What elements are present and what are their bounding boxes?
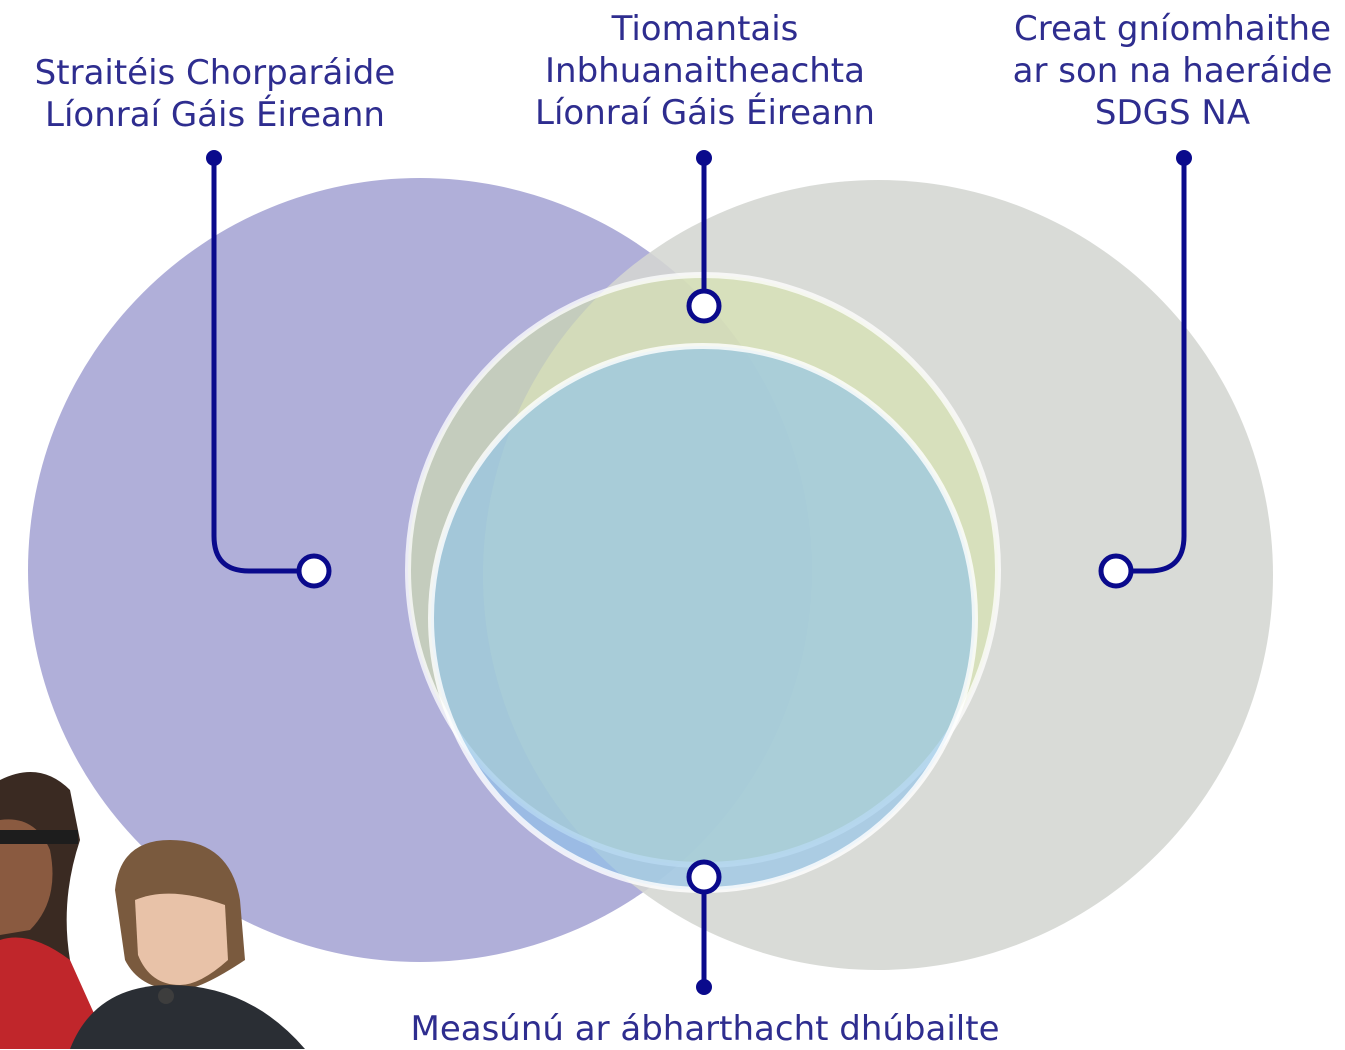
- connector-dot: [696, 150, 712, 166]
- connector-node: [686, 859, 722, 895]
- people-photo: [0, 772, 305, 1049]
- connector-node: [1098, 553, 1134, 589]
- label-line: Líonraí Gáis Éireann: [45, 95, 385, 135]
- label-line: Creat gníomhaithe: [1014, 9, 1331, 49]
- connector-sdg-framework: [1098, 150, 1192, 589]
- label-line: Tiomantais: [611, 9, 799, 49]
- label-sustainability-commitments: Tiomantais Inbhuanaitheachta Líonraí Gái…: [505, 8, 905, 134]
- connector-node: [686, 288, 722, 324]
- label-line: Measúnú ar ábharthacht dhúbailte: [410, 1009, 1000, 1049]
- connector-double-materiality: [686, 859, 722, 995]
- label-double-materiality: Measúnú ar ábharthacht dhúbailte: [370, 1008, 1040, 1050]
- label-line: ar son na haeráide: [1012, 51, 1333, 91]
- connector-node: [296, 553, 332, 589]
- connector-dot: [206, 150, 222, 166]
- label-line: Inbhuanaitheachta: [545, 51, 865, 91]
- label-line: SDGS NA: [1094, 93, 1251, 133]
- connector-dot: [696, 979, 712, 995]
- label-corporate-strategy: Straitéis Chorparáide Líonraí Gáis Éirea…: [30, 52, 400, 136]
- connector-dot: [1176, 150, 1192, 166]
- label-line: Líonraí Gáis Éireann: [535, 93, 875, 133]
- connector-corporate-strategy: [206, 150, 332, 589]
- connector-sustainability-commitments: [686, 150, 722, 324]
- double-materiality-circle: [428, 343, 978, 893]
- label-line: Straitéis Chorparáide: [34, 53, 396, 93]
- label-sdg-framework: Creat gníomhaithe ar son na haeráide SDG…: [1000, 8, 1345, 134]
